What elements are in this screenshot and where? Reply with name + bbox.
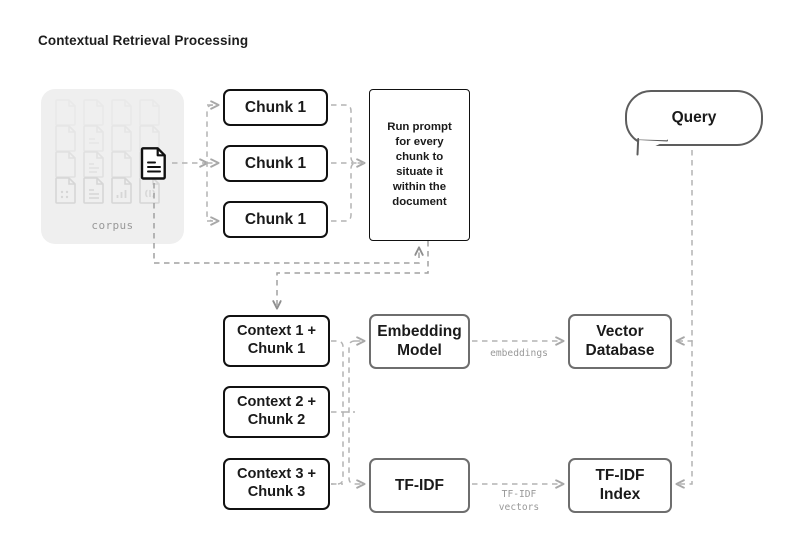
context-chunk-box-2-label: Context 2 +Chunk 2 xyxy=(236,394,317,428)
embeddings-edge-label: embeddings xyxy=(490,348,548,359)
query-bubble[interactable]: Query xyxy=(625,90,763,146)
tfidf-label: TF-IDF xyxy=(394,476,445,494)
context-chunk-box-1[interactable]: Context 1 +Chunk 1 xyxy=(223,315,330,367)
document-plain-icon xyxy=(55,151,77,178)
document-plain-icon xyxy=(111,99,133,126)
document-chart-icon xyxy=(111,177,133,204)
prompt-instruction-text: Run prompt for every chunk to situate it… xyxy=(387,120,452,209)
page-title: Contextual Retrieval Processing xyxy=(38,33,249,48)
document-lines-icon xyxy=(83,177,105,204)
selected-document-icon[interactable] xyxy=(140,147,167,180)
chunk-box-2-label: Chunk 1 xyxy=(244,154,307,172)
document-plain-icon xyxy=(139,99,161,126)
document-plain-icon xyxy=(83,99,105,126)
document-plain-icon xyxy=(111,151,133,178)
tfidf-box[interactable]: TF-IDF xyxy=(369,458,470,513)
context-chunk-box-1-label: Context 1 +Chunk 1 xyxy=(236,323,317,357)
prompt-instruction-box[interactable]: Run prompt for every chunk to situate it… xyxy=(369,89,470,241)
document-lines-icon xyxy=(83,125,105,152)
chunk-box-1[interactable]: Chunk 1 xyxy=(223,89,328,126)
chunk-box-1-label: Chunk 1 xyxy=(244,98,307,116)
corpus-label: corpus xyxy=(91,219,134,232)
document-plain-icon xyxy=(55,125,77,152)
chunk-box-2[interactable]: Chunk 1 xyxy=(223,145,328,182)
query-label: Query xyxy=(671,109,717,126)
query-bubble-tail xyxy=(636,136,668,156)
document-dots-icon xyxy=(55,177,77,204)
document-plain-icon xyxy=(55,99,77,126)
chunk-box-3-label: Chunk 1 xyxy=(244,210,307,228)
document-code-icon xyxy=(139,177,161,204)
chunk-box-3[interactable]: Chunk 1 xyxy=(223,201,328,238)
context-chunk-box-3-label: Context 3 +Chunk 3 xyxy=(236,466,317,500)
document-plain-icon xyxy=(111,125,133,152)
document-lines-icon xyxy=(83,151,105,178)
context-chunk-box-2[interactable]: Context 2 +Chunk 2 xyxy=(223,386,330,438)
corpus-icon-grid xyxy=(55,99,167,204)
context-chunk-box-3[interactable]: Context 3 +Chunk 3 xyxy=(223,458,330,510)
